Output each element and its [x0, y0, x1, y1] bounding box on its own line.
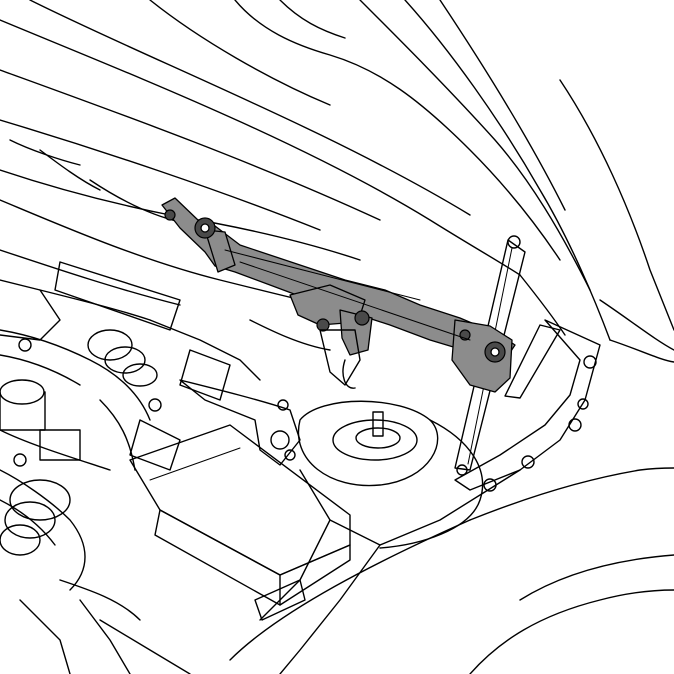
raised-hood [0, 0, 611, 341]
pivot-bracket [179, 379, 301, 466]
coolant-reservoir [0, 379, 111, 471]
strut-mount [297, 400, 484, 549]
wiper-motor [249, 319, 361, 389]
body-panel-right [229, 469, 521, 674]
engine-block [0, 279, 261, 471]
fuse-box [129, 424, 351, 621]
fender-outline [469, 79, 674, 674]
wiper-linkage [161, 197, 516, 393]
engine-hoses [0, 329, 191, 674]
